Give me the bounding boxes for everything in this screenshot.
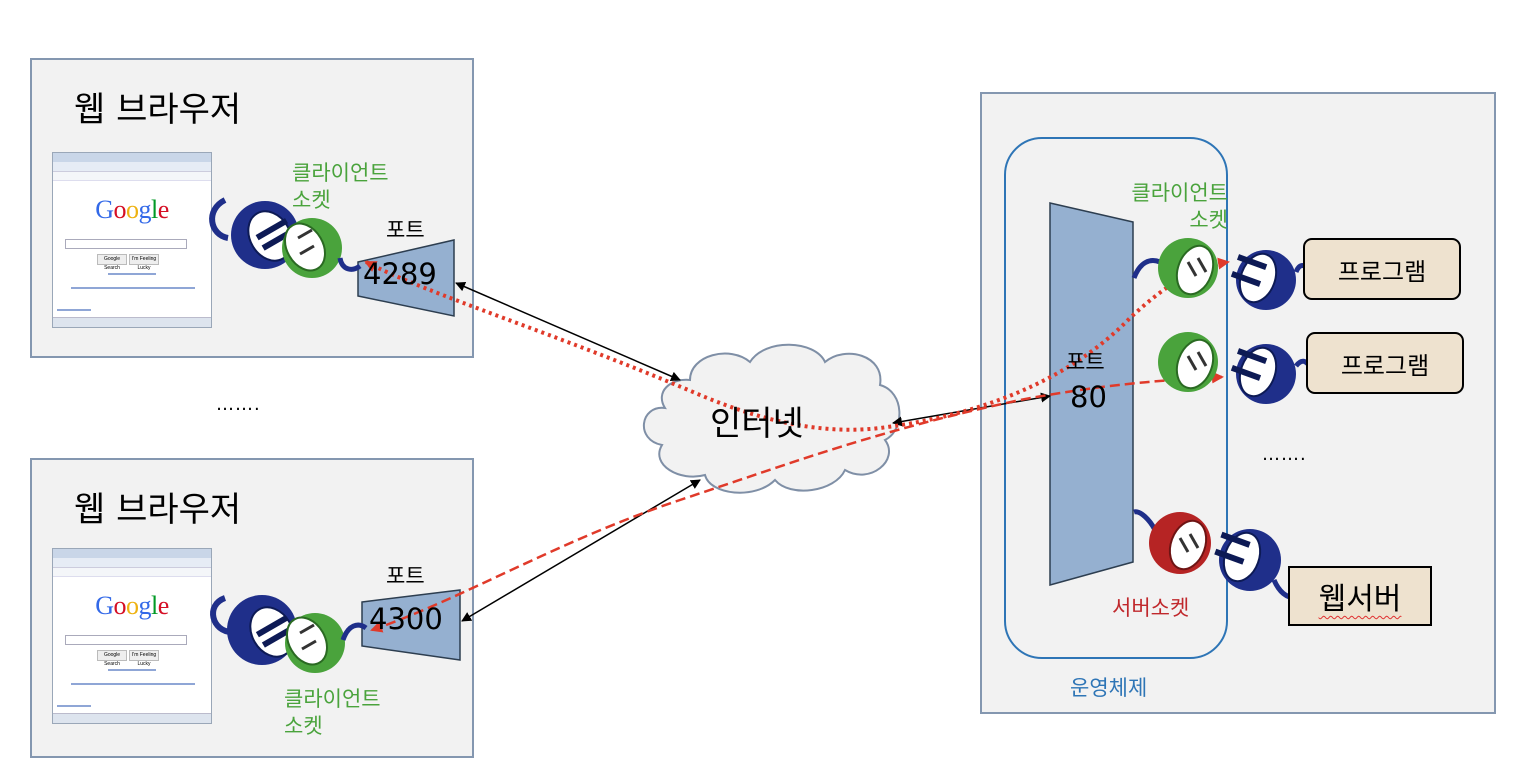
port-number-4289: 4289 [363,257,437,291]
browser-title-bottom: 웹 브라우저 [74,490,242,530]
lucky-button: I'm Feeling Lucky [129,254,159,271]
status-bar [53,713,211,723]
logo-e: e [157,195,170,224]
web-server-label: 웹서버 [1318,582,1402,617]
client-socket-top-left [282,218,362,278]
program-box-2: 프로그램 [1306,332,1464,394]
server-socket [1133,509,1211,574]
google-logo: Google [53,591,211,621]
link-line [57,705,91,707]
internet-label: 인터넷 [710,404,804,444]
logo-o1: o [113,195,127,224]
os-label: 운영체제 [1070,676,1148,700]
logo-o2: o [126,195,139,224]
search-button: Google Search [97,254,127,271]
server-client-socket-label-line1: 클라이언트 [1131,181,1228,205]
web-server-box: 웹서버 [1288,566,1432,626]
search-box [65,635,187,645]
program-plug-2 [1230,344,1310,404]
link-4289-internet [455,281,681,382]
client-socket-label-line2: 소켓 [284,714,323,738]
link-line [108,669,156,671]
logo-g2: g [138,195,152,224]
program-ellipsis: ……. [1262,444,1307,465]
status-bar [53,317,211,327]
logo-o1: o [113,591,127,620]
program-plug-1 [1230,250,1309,310]
server-client-socket-1 [1131,238,1218,298]
connection-path-2 [370,371,1224,633]
browser-title-top: 웹 브라우저 [74,90,242,130]
logo-e: e [157,591,170,620]
server-socket-label: 서버소켓 [1112,596,1190,620]
port-label-top: 포트 [386,218,425,242]
port-number-80: 80 [1070,380,1107,414]
browser-screenshot-top: Google Google Search I'm Feeling Lucky [52,152,212,328]
client-socket-label-top: 클라이언트 소켓 [292,160,389,214]
port-label-bottom: 포트 [386,564,425,588]
link-line [71,683,195,685]
logo-g1: G [95,591,114,620]
lucky-button: I'm Feeling Lucky [129,650,159,667]
program-box-1: 프로그램 [1303,238,1461,300]
web-server-plug [1214,529,1297,601]
server-client-socket-label: 클라이언트 소켓 [1114,180,1228,234]
client-socket-label-line1: 클라이언트 [284,687,381,711]
link-line [57,309,91,311]
browser-ellipsis: ……. [216,394,261,415]
server-client-socket-label-line2: 소켓 [1189,208,1228,232]
link-4300-internet [461,479,701,622]
logo-o2: o [126,591,139,620]
port-label-80: 포트 [1066,350,1105,374]
client-socket-label-line1: 클라이언트 [292,161,389,185]
port-number-4300: 4300 [369,602,443,636]
logo-g1: G [95,195,114,224]
client-socket-bottom-left [285,613,368,673]
client-socket-label-line2: 소켓 [292,188,331,212]
link-line [108,273,156,275]
search-button: Google Search [97,650,127,667]
client-socket-label-bottom: 클라이언트 소켓 [284,686,381,740]
link-line [71,287,195,289]
logo-l: l [151,591,158,620]
server-client-socket-2 [1158,332,1218,392]
plug-bottom-left [210,595,297,665]
search-box [65,239,187,249]
logo-l: l [151,195,158,224]
browser-screenshot-bottom: Google Google Search I'm Feeling Lucky [52,548,212,724]
google-logo: Google [53,195,211,225]
logo-g2: g [138,591,152,620]
